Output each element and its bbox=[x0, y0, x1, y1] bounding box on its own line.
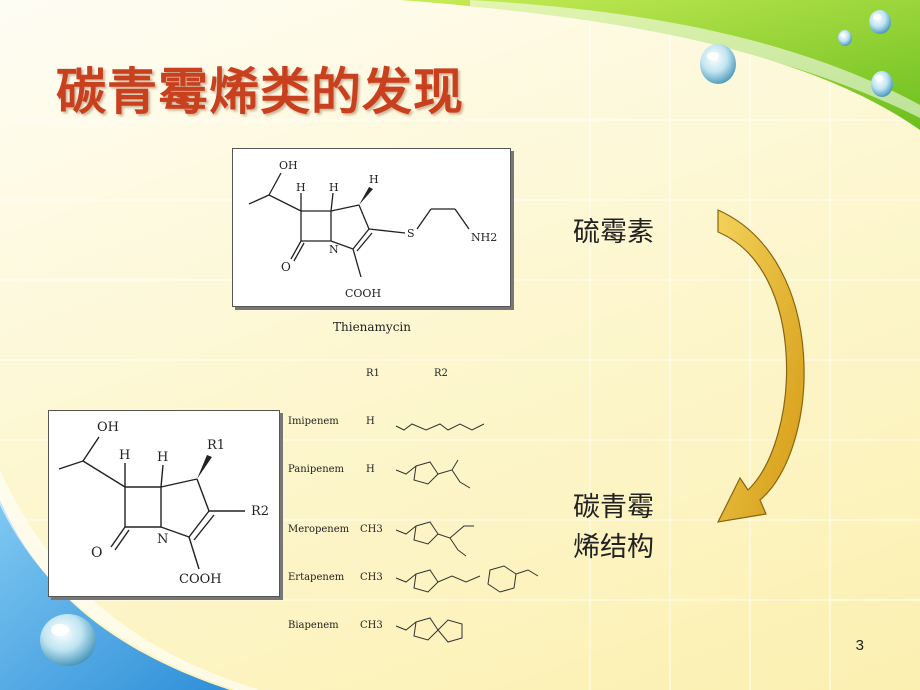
cooh-label: COOH bbox=[345, 287, 381, 300]
carbapenem-core-structure: OH H H R1 R2 N O COOH bbox=[58, 420, 269, 587]
oh-label: OH bbox=[279, 159, 298, 172]
h-label: H bbox=[157, 450, 168, 465]
drug-name: Meropenem bbox=[288, 524, 350, 535]
drug-name: Imipenem bbox=[288, 416, 339, 427]
h-label: H bbox=[369, 173, 379, 186]
green-swoosh bbox=[400, 0, 920, 130]
o-label: O bbox=[91, 545, 102, 561]
table-row: Biapenem CH3 bbox=[286, 617, 586, 662]
r1-value: H bbox=[366, 464, 375, 475]
table-header-r1: R1 bbox=[366, 368, 380, 379]
page-number: 3 bbox=[855, 637, 864, 654]
carbapenem-table: R1 R2 Imipenem H Panipenem H Mer bbox=[286, 362, 586, 662]
drug-name: Biapenem bbox=[288, 620, 339, 631]
n-label: N bbox=[329, 243, 339, 256]
label-line: 碳青霉 bbox=[573, 492, 654, 523]
r2-structure bbox=[395, 565, 539, 593]
oh-label: OH bbox=[97, 420, 119, 435]
table-header-r2: R2 bbox=[434, 368, 448, 379]
r1-value: CH3 bbox=[360, 524, 383, 535]
thienamycin-label: 硫霉素 bbox=[573, 217, 654, 248]
r2-label: R2 bbox=[251, 504, 269, 519]
drug-name: Ertapenem bbox=[288, 572, 345, 583]
table-row: Ertapenem CH3 bbox=[286, 565, 586, 616]
drug-name: Panipenem bbox=[288, 464, 345, 475]
water-drop-icon bbox=[871, 71, 893, 97]
water-drop-icon bbox=[700, 44, 736, 84]
r2-structure bbox=[395, 459, 471, 489]
carbapenem-structure-label: 碳青霉 烯结构 bbox=[573, 488, 654, 568]
r2-structure bbox=[395, 617, 463, 643]
thienamycin-structure-panel: OH H H H S NH2 N O COOH bbox=[232, 148, 511, 307]
n-label: N bbox=[157, 532, 168, 547]
h-label: H bbox=[119, 448, 130, 463]
s-label: S bbox=[407, 227, 415, 240]
water-drop-icon bbox=[869, 10, 891, 34]
r2-structure bbox=[395, 521, 474, 557]
nh2-label: NH2 bbox=[471, 231, 497, 244]
water-drop-icon bbox=[838, 30, 852, 46]
label-line: 烯结构 bbox=[573, 532, 654, 563]
table-row: Panipenem H bbox=[286, 459, 586, 506]
water-drop-icon bbox=[40, 614, 96, 666]
r2-structure bbox=[395, 423, 485, 431]
r1-value: CH3 bbox=[360, 572, 383, 583]
r1-value: H bbox=[366, 416, 375, 427]
cooh-label: COOH bbox=[179, 572, 222, 587]
slide-title: 碳青霉烯类的发现 bbox=[56, 63, 464, 121]
table-row: Imipenem H bbox=[286, 414, 586, 454]
h-label: H bbox=[296, 181, 306, 194]
table-row: Meropenem CH3 bbox=[286, 521, 586, 566]
r1-value: CH3 bbox=[360, 620, 383, 631]
thienamycin-structure: OH H H H S NH2 N O COOH bbox=[248, 159, 497, 300]
thienamycin-caption: Thienamycin bbox=[333, 320, 411, 334]
h-label: H bbox=[329, 181, 339, 194]
o-label: O bbox=[281, 260, 291, 274]
curved-arrow-icon bbox=[716, 209, 805, 523]
carbapenem-core-panel: OH H H R1 R2 N O COOH bbox=[48, 410, 280, 597]
r1-label: R1 bbox=[207, 438, 225, 453]
